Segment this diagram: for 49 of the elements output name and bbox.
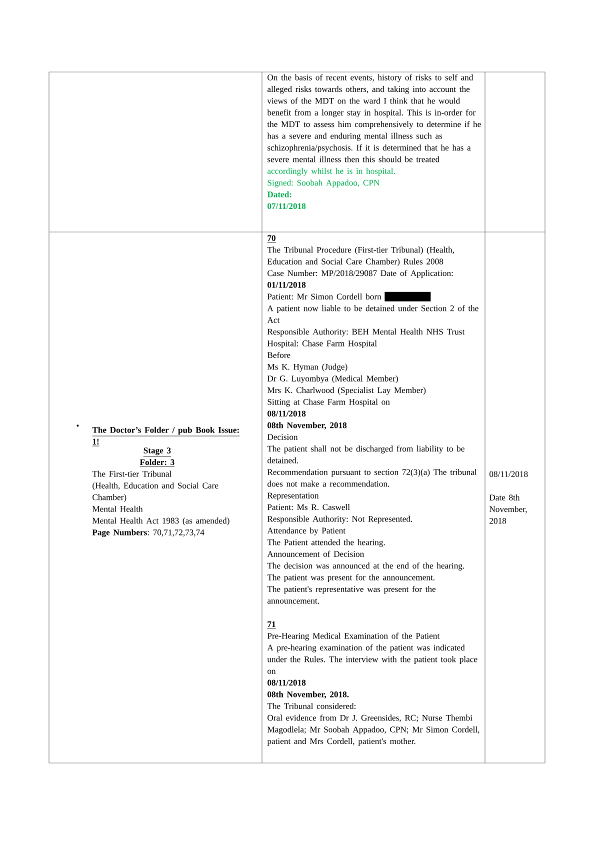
text: Responsible Authority: BEH Mental Health NHS Trust Hospital: Chase Farm Hospital [267,328,465,348]
text: 08/11/2018 [268,410,306,416]
text: accordingly whilst he is in hospital. [268,168,395,176]
text: Dated: [267,191,292,198]
text: The patient shall not be discharged from liability to be detained. [267,445,464,464]
text: Recommendation pursuant to section 72(3)(a) The tribunal does not make a recommendation. [267,468,477,487]
text: The Patient attended the hearing. [267,539,385,547]
text: Patient: Ms R. Caswell [267,504,350,510]
text: Dr G. Luyombya (Medical Member) [267,375,398,384]
text: The patient's representative was present for the announcement. [267,586,436,604]
text: Patient: Mr Simon Cordell born [267,293,382,300]
text: Announcement of Decision [267,550,364,557]
page-number: 70 [267,235,276,243]
text: Mental Health Act 1983 (as amended) [92,518,230,526]
text: The Tribunal Procedure (First-tier Tribunal) (Health, Education and Social Care Chamber) Rules 2008 [267,246,454,266]
text: Page Numbers: 70,71,72,73,74 [92,529,204,538]
text: Responsible Authority: Not Represented. [267,516,412,524]
bullet: • [76,424,79,427]
text: Representation [267,492,319,500]
text: A pre-hearing examination of the patient was indicated under the Rules. The interview with the patient took place on [267,644,478,674]
heading: The Doctor’s Folder / pub Book Issue: 1! [92,426,240,446]
text: 08/11/2018 [490,471,528,477]
text: Signed: Soobah Appadoo, CPN [268,180,380,188]
stage-heading: Stage 3 [143,448,172,457]
text: 08/11/2018 [268,680,306,686]
text: 07/11/2018 [268,203,306,210]
text: Before [267,352,290,358]
text: Mrs K. Charlwood (Specialist Lay Member) [267,387,426,395]
text: The patient was present for the announcement. [267,574,434,582]
text: Ms K. Hyman (Judge) [267,364,348,372]
page-number: 71 [267,621,276,629]
text: (Health, Education and Social Care Chamber) [92,482,218,502]
text: A patient now liable to be detained under Section 2 of the Act [267,305,478,323]
text: 08th November, 2018. [268,691,349,699]
stage-heading: Folder: 3 [140,459,175,467]
text: Case Number: MP/2018/29087 Date of Application: [268,270,453,278]
text: Sitting at Chase Farm Hospital on [268,398,390,407]
text: Oral evidence from Dr J. Greensides, RC; Nurse Thembi Magodlela; Mr Soobah Appadoo, CPN; Mr Simon Cordell, patient and Mrs Cordell, patient's mother. [267,714,480,746]
text: Mental Health [92,506,143,512]
text: Attendance by Patient [267,527,346,536]
text: The decision was announced at the end of the hearing. [267,562,464,570]
text: 08th November, 2018 [268,422,347,430]
text: On the basis of recent events, history of risks to self and alleged risks towards others, and taking into account the views of the MDT on the ward I think that he would benefit from a longer stay in hospital. This is in-order for the MDT to assess him comprehensively to determine if he has a severe and enduring mental illness such as schizophrenia/psychosis. If it is determined that he has a severe mental illness then this should be treated [267,74,481,162]
text: Date 8th November, 2018 [489,494,527,524]
text: 01/11/2018 [268,282,306,288]
text: Pre-Hearing Medical Examination of the Patient [267,632,440,641]
text: The Tribunal considered: [267,702,356,710]
text: Decision [267,434,298,440]
text: The First-tier Tribunal [92,470,172,477]
